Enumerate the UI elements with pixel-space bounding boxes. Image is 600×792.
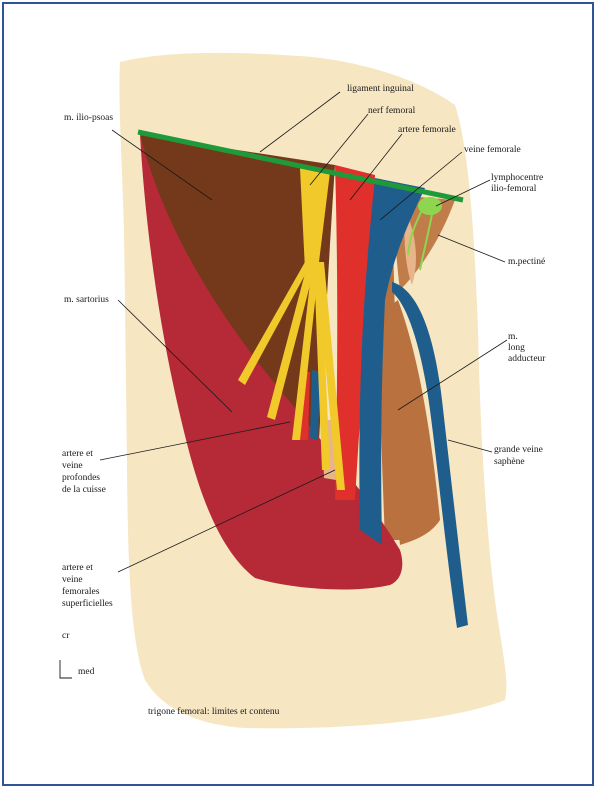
label-lymphocentre-2: ilio-femoral	[491, 183, 537, 194]
label-long-adducteur: m.	[508, 332, 518, 342]
pectine-fascia	[404, 210, 416, 285]
label-nerf-femoral: nerf femoral	[368, 105, 416, 116]
deep-femoral-vessels	[310, 370, 320, 440]
label-profondes-3: profondes	[62, 472, 100, 483]
ilio-psoas-muscle	[140, 135, 335, 460]
label-profondes-4: de la cuisse	[62, 485, 106, 495]
label-ligament-inguinal: ligament inguinal	[347, 84, 414, 94]
femoral-vein	[359, 178, 425, 545]
great-saphenous-vein	[392, 282, 468, 628]
label-superficielles-2: veine	[62, 575, 83, 585]
label-orientation-med: med	[78, 667, 95, 677]
label-veine-femorale: veine femorale	[464, 144, 521, 155]
leader-superficielles	[117, 469, 336, 573]
label-lymphocentre: lymphocentre	[491, 173, 543, 183]
femoral-nerve	[238, 168, 345, 490]
orientation-marker	[59, 660, 72, 679]
label-long-adducteur-2: long	[508, 343, 525, 353]
leader-veine	[379, 151, 463, 221]
leader-saphene	[447, 439, 493, 453]
label-sartorius: m. sartorius	[64, 295, 109, 305]
leader-ilio-psoas	[111, 129, 213, 201]
label-long-adducteur-3: adducteur	[508, 354, 546, 364]
label-superficielles-4: superficielles	[62, 598, 113, 609]
inguinal-ligament	[137, 129, 464, 203]
label-grande-saphene: grande veine	[494, 445, 543, 455]
femoral-artery	[335, 165, 375, 500]
lymphatic-vessel	[419, 213, 433, 271]
leader-nerf	[309, 113, 369, 186]
leader-ligament	[259, 91, 341, 153]
lymphatic-vessel	[407, 209, 423, 256]
label-superficielles-3: femorales	[62, 586, 100, 597]
label-orientation-cr: cr	[62, 631, 70, 641]
label-grande-saphene-2: saphène	[494, 457, 525, 467]
leader-sartorius	[117, 299, 233, 413]
figure-caption: trigone femoral: limites et contenu	[148, 706, 280, 717]
leader-artere	[349, 133, 403, 201]
lymph-node	[418, 197, 442, 215]
label-artere-femorale: artere femorale	[398, 124, 456, 135]
leader-pectine	[437, 234, 506, 263]
label-superficielles: artere et	[62, 563, 93, 573]
label-profondes-2: veine	[62, 461, 83, 471]
label-pectine: m.pectiné	[508, 257, 545, 267]
label-ilio-psoas: m. ilio-psoas	[64, 113, 113, 123]
leader-profondes	[99, 421, 291, 461]
label-profondes: artere et	[62, 449, 93, 459]
leader-lymph	[435, 179, 491, 207]
leader-long-adducteur	[397, 339, 508, 411]
